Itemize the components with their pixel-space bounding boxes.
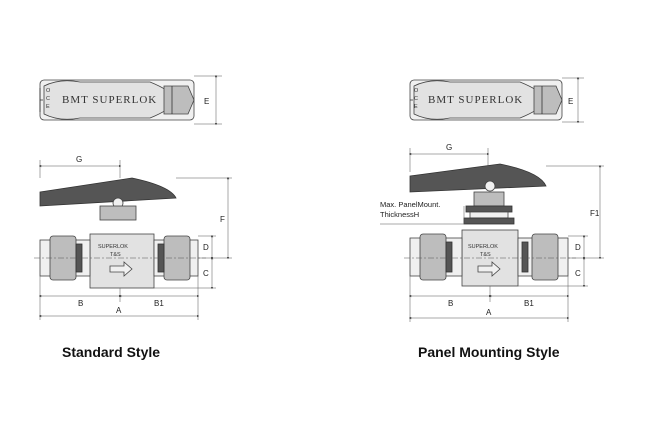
panel-dim-a: A [486, 308, 492, 317]
svg-text:E: E [414, 104, 418, 110]
panel-brand-ts: T&S [480, 252, 491, 258]
standard-front-view: G SUPERLOK T&S F [34, 155, 232, 320]
panel-front-view: G SUPERLOK T&S [380, 143, 604, 322]
standard-style-caption: Standard Style [62, 344, 160, 360]
panel-dim-b: B [448, 299, 453, 308]
svg-text:O: O [46, 88, 51, 94]
standard-top-view: O C E BMT SUPERLOK E [39, 74, 222, 126]
panel-brand-top: BMT SUPERLOK [428, 94, 523, 106]
panel-thickness-note-1: Max. PanelMount. [380, 200, 440, 209]
panel-thickness-note-2: ThicknessH [380, 210, 419, 219]
panel-dim-e: E [568, 97, 573, 106]
standard-dim-a: A [116, 306, 122, 315]
standard-brand-ts: T&S [110, 252, 121, 258]
svg-text:C: C [414, 96, 418, 102]
standard-dim-b: B [78, 299, 83, 308]
panel-style-caption: Panel Mounting Style [418, 344, 560, 360]
svg-text:C: C [46, 96, 50, 102]
panel-dim-d: D [575, 243, 581, 252]
standard-dim-d: D [203, 243, 209, 252]
panel-dim-b1: B1 [524, 299, 534, 308]
svg-text:O: O [414, 88, 419, 94]
standard-dim-e: E [204, 97, 209, 106]
standard-dim-b1: B1 [154, 299, 164, 308]
panel-dim-f1: F1 [590, 209, 600, 218]
panel-style-drawing: O C E BMT SUPERLOK E G [380, 76, 604, 360]
panel-top-view: O C E BMT SUPERLOK E [409, 76, 584, 124]
standard-style-drawing: O C E BMT SUPERLOK E G [34, 74, 232, 360]
panel-dim-g: G [446, 143, 452, 152]
standard-dim-c: C [203, 269, 209, 278]
panel-dim-c: C [575, 269, 581, 278]
standard-dim-g: G [76, 155, 82, 164]
panel-brand-small: SUPERLOK [468, 244, 498, 250]
standard-brand-small: SUPERLOK [98, 244, 128, 250]
svg-text:E: E [46, 104, 50, 110]
standard-brand-top: BMT SUPERLOK [62, 94, 157, 106]
standard-dim-f: F [220, 215, 225, 224]
